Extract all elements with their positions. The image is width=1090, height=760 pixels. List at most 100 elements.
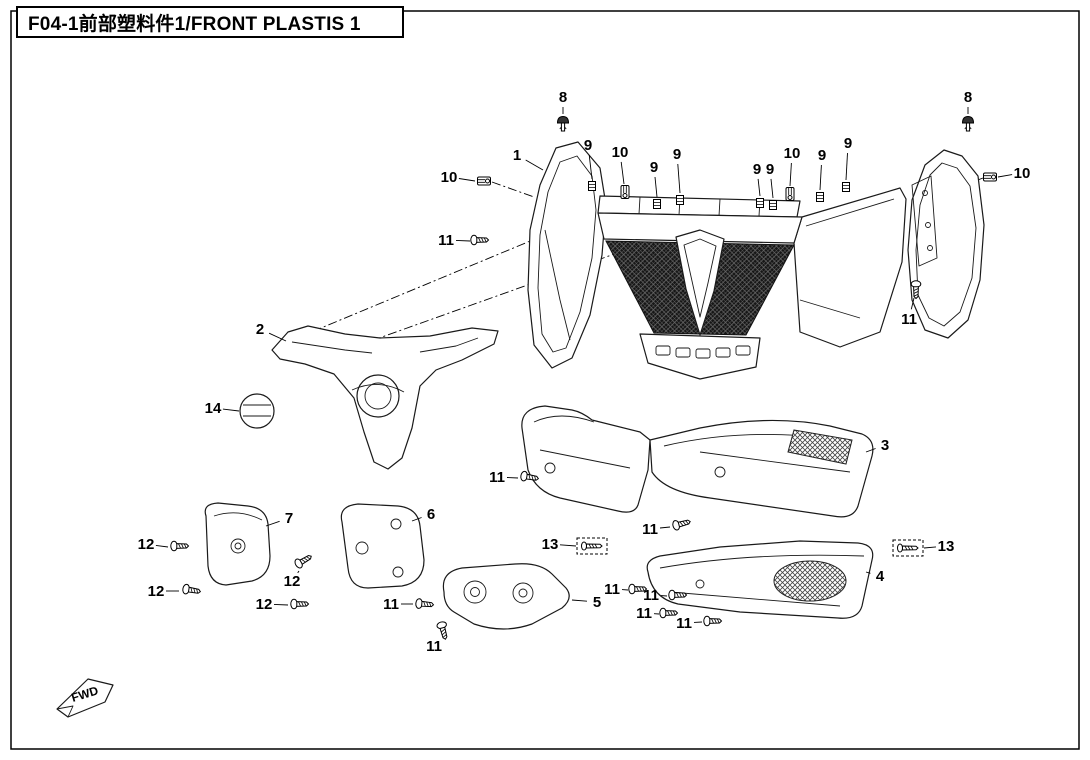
fastener-rivet8 [962, 116, 974, 132]
fastener-screw [671, 516, 692, 532]
page-border [10, 10, 1080, 750]
fastener-clip9 [756, 198, 764, 208]
page-title: F04-1前部塑料件1/FRONT PLASTIS 1 [28, 13, 361, 35]
callout-11: 11 [438, 232, 454, 249]
leader-line [789, 162, 792, 187]
fastener-screw [659, 607, 678, 619]
part-1-headlight-pod-left [527, 141, 607, 369]
callout-12: 12 [256, 596, 273, 613]
callout-3: 3 [881, 437, 889, 454]
leader-line [757, 178, 761, 197]
part-grille-assembly [597, 195, 803, 380]
callout-11: 11 [676, 615, 692, 632]
callout-10: 10 [612, 144, 629, 161]
fastener-clip9 [588, 181, 596, 191]
leader-line [819, 164, 822, 191]
callout-13: 13 [542, 536, 559, 553]
grille-center-emblem [675, 229, 725, 336]
leader-line [458, 178, 476, 182]
bumper-light-ring [356, 374, 400, 418]
callout-9: 9 [650, 159, 658, 176]
fastener-screw [414, 598, 435, 611]
callout-9: 9 [753, 161, 761, 178]
leader-line [411, 517, 422, 522]
callout-10: 10 [441, 169, 458, 186]
fastener-clip9 [842, 182, 850, 192]
callout-9: 9 [818, 147, 826, 164]
callout-2: 2 [256, 321, 264, 338]
leader-line [620, 161, 625, 185]
part-filler-panel-right [793, 187, 907, 348]
fastener-nut10 [477, 176, 491, 186]
fastener-screw12 [291, 599, 309, 609]
callout-5: 5 [593, 594, 601, 611]
callout-11: 11 [604, 581, 620, 598]
fastener-clip9 [769, 200, 777, 210]
callout-1: 1 [513, 147, 521, 164]
callout-9: 9 [766, 161, 774, 178]
part-4-lower-panel [646, 540, 874, 619]
callout-11: 11 [643, 587, 659, 604]
leader-line [865, 448, 876, 453]
fastener-clip9 [816, 192, 824, 202]
leader-line [770, 178, 774, 199]
leader-line [506, 477, 519, 479]
callout-9: 9 [673, 146, 681, 163]
callout-11: 11 [642, 521, 658, 538]
callout-11: 11 [489, 469, 505, 486]
callout-9: 9 [844, 135, 852, 152]
callout-8: 8 [559, 89, 567, 106]
fastener-screw12 [293, 552, 313, 569]
callout-12: 12 [284, 573, 301, 590]
callout-7: 7 [285, 510, 293, 527]
part-6-bracket [340, 503, 425, 589]
part-headlight-pod-right [907, 149, 985, 339]
part-14-emblem [239, 393, 275, 429]
callout-14: 14 [205, 400, 222, 417]
leader-line [273, 603, 289, 606]
fastener-clip9 [653, 199, 661, 209]
leader-line [654, 176, 658, 198]
callout-12: 12 [138, 536, 155, 553]
fastener-rivet8 [557, 116, 569, 132]
leader-line [222, 408, 240, 412]
callout-10: 10 [784, 145, 801, 162]
callout-8: 8 [964, 89, 972, 106]
assembly-line [491, 181, 535, 198]
leader-line [525, 159, 544, 171]
fastener-screw [470, 234, 489, 246]
leader-line [559, 544, 577, 547]
fastener-screw12 [182, 584, 201, 597]
leader-line [571, 599, 588, 602]
fastener-clip13 [892, 539, 924, 557]
leader-line [268, 332, 287, 342]
leader-line [659, 526, 671, 529]
callout-13: 13 [938, 538, 955, 555]
leader-line [588, 154, 593, 180]
callout-10: 10 [1014, 165, 1031, 182]
callout-11: 11 [636, 605, 652, 622]
fastener-nut10 [620, 185, 630, 199]
fastener-screw12 [171, 541, 189, 551]
leader-line [923, 546, 937, 549]
leader-line [677, 163, 681, 194]
callout-12: 12 [148, 583, 165, 600]
part-3-lower-fascia [521, 405, 874, 518]
callout-11: 11 [426, 638, 442, 655]
leader-line [845, 152, 848, 181]
leader-lines [155, 107, 1013, 623]
part-5-bracket [442, 563, 570, 630]
callout-11: 11 [383, 596, 399, 613]
fastener-nut10 [983, 172, 997, 182]
leader-line [910, 297, 915, 310]
leader-line [155, 544, 169, 548]
part-2-front-bumper [271, 325, 499, 470]
title-box: F04-1前部塑料件1/FRONT PLASTIS 1 [16, 6, 404, 38]
callout-9: 9 [584, 137, 592, 154]
callout-4: 4 [876, 568, 885, 585]
exploded-drawing [204, 141, 985, 630]
fastener-clip13 [576, 537, 608, 555]
leader-line [865, 571, 871, 574]
leader-line [265, 520, 280, 527]
callout-11: 11 [901, 311, 917, 328]
